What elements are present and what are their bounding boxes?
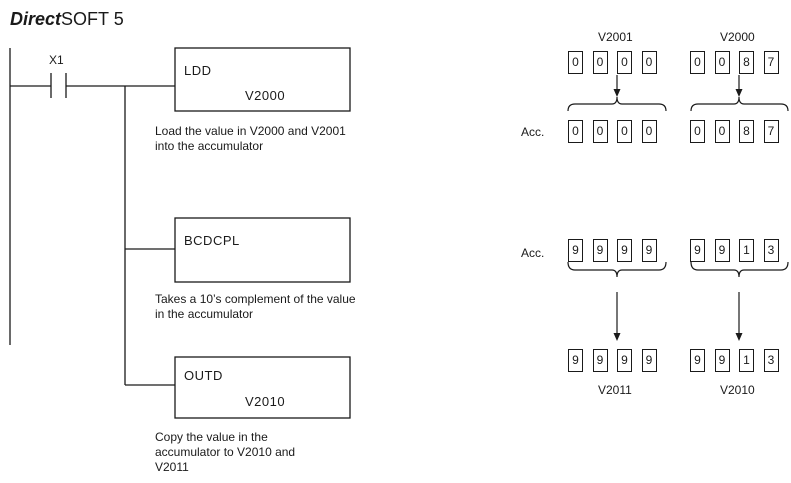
register-digit-cell: 9 (690, 349, 705, 372)
register-digit-cell: 7 (763, 120, 779, 143)
bcdcpl-mnemonic: BCDCPL (184, 233, 240, 248)
register-digit-cell: 0 (568, 51, 583, 74)
bcdcpl-box (174, 217, 351, 283)
arrow-head (613, 89, 621, 97)
register-digit-cell: 9 (714, 239, 730, 262)
outd-description: Copy the value in the accumulator to V20… (155, 430, 296, 474)
register-digit-cell: 9 (641, 349, 657, 372)
v2011-label: V2011 (598, 383, 632, 397)
register-digit-cell: 0 (641, 120, 657, 143)
brace-right-bottom (690, 261, 789, 278)
register-digit-cell: 8 (739, 120, 754, 143)
register-digit-cell: 9 (641, 239, 657, 262)
brace-left-bottom (567, 261, 667, 278)
register-digit-cell: 9 (690, 239, 705, 262)
outd-box (174, 356, 351, 419)
register-digit-cell: 9 (592, 349, 608, 372)
register-digit-cell: 9 (592, 239, 608, 262)
register-digit-cell: 0 (714, 51, 730, 74)
brand-rest: SOFT 5 (61, 9, 124, 29)
register-digit-cell: 0 (690, 120, 705, 143)
arrow-head (735, 333, 743, 341)
arrow-head (735, 89, 743, 97)
ldd-operand: V2000 (245, 88, 286, 103)
register-digit-cell: 9 (568, 239, 583, 262)
register-digit-cell: 9 (617, 349, 632, 372)
brace-left-top (567, 96, 667, 112)
register-digit-cell: 0 (568, 120, 583, 143)
acc-label: Acc. (521, 125, 545, 139)
register-digit-cell: 9 (714, 349, 730, 372)
app-title: DirectSOFT 5 (10, 9, 124, 29)
brand-bold: Direct (10, 9, 62, 29)
v2000-label: V2000 (720, 30, 755, 44)
register-digit-cell: 9 (568, 349, 583, 372)
register-digit-cell: 1 (739, 349, 754, 372)
v2010-label: V2010 (720, 383, 755, 397)
register-digit-cell: 9 (617, 239, 632, 262)
arrow-head (613, 333, 621, 341)
ldd-box (174, 47, 351, 112)
ldd-description: Load the value in V2000 and V2001 into t… (155, 124, 346, 153)
register-digit-cell: 3 (763, 239, 779, 262)
bcdcpl-description: Takes a 10’s complement of the value in … (155, 292, 356, 321)
outd-operand: V2010 (245, 394, 286, 409)
ldd-mnemonic: LDD (184, 63, 212, 78)
register-digit-cell: 8 (739, 51, 754, 74)
brace-right-top (690, 96, 789, 112)
register-digit-cell: 7 (763, 51, 779, 74)
register-digit-cell: 0 (641, 51, 657, 74)
register-digit-cell: 3 (763, 349, 779, 372)
contact-label: X1 (49, 53, 64, 67)
register-digit-cell: 0 (690, 51, 705, 74)
register-digit-cell: 0 (714, 120, 730, 143)
register-digit-cell: 0 (592, 51, 608, 74)
register-digit-cell: 0 (592, 120, 608, 143)
v2001-label: V2001 (598, 30, 633, 44)
register-digit-cell: 0 (617, 51, 632, 74)
register-digit-cell: 0 (617, 120, 632, 143)
acc-label: Acc. (521, 246, 545, 260)
outd-mnemonic: OUTD (184, 368, 223, 383)
register-digit-cell: 1 (739, 239, 754, 262)
